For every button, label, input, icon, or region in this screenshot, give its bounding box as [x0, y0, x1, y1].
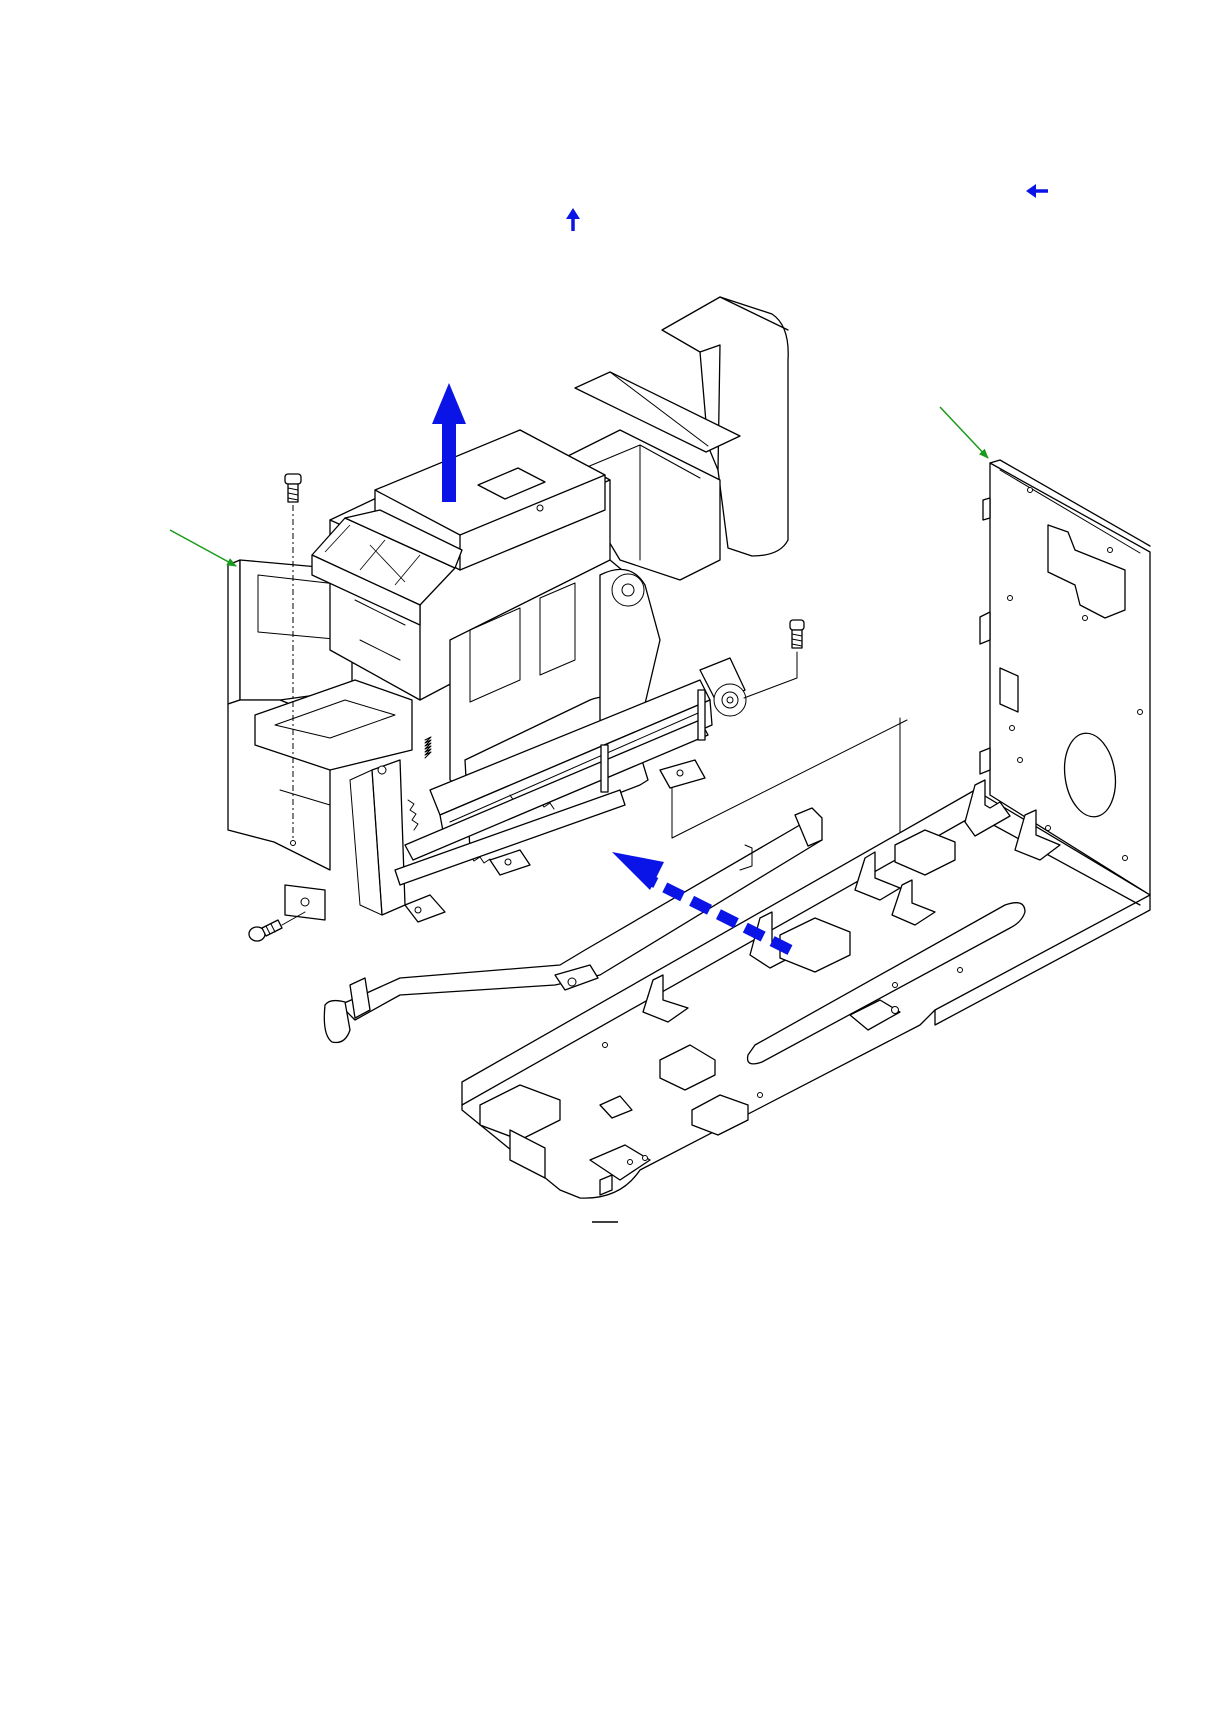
mounting-screw [285, 474, 301, 502]
screw-guide-line [744, 652, 797, 698]
mounting-screw [790, 620, 804, 648]
legend-left-arrow-icon [1026, 184, 1048, 198]
mounting-screw [249, 920, 282, 941]
callout-arrow-icon [170, 530, 236, 566]
callout-arrow-icon [940, 407, 988, 458]
legend-up-arrow-icon [566, 208, 580, 231]
